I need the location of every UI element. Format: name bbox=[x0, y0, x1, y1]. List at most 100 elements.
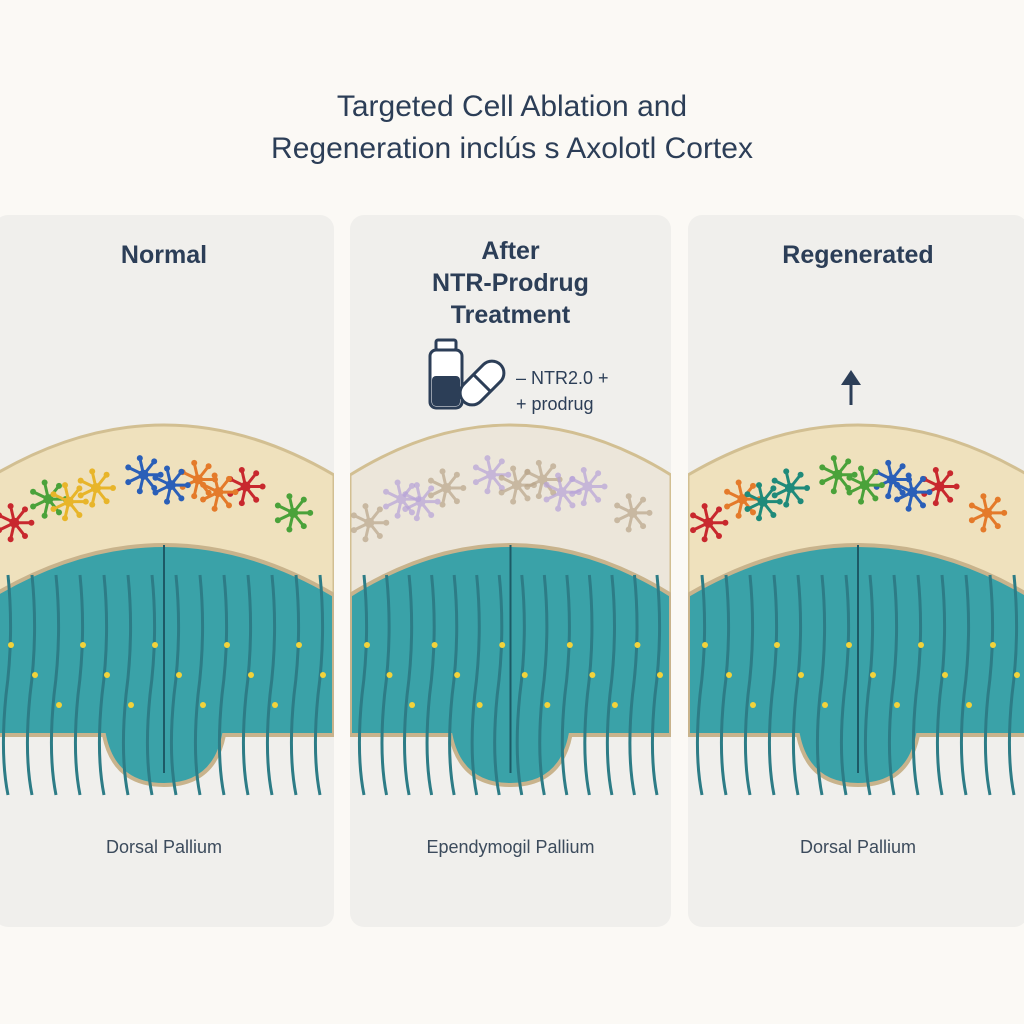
neuron-cell bbox=[724, 479, 763, 519]
neuron-cell bbox=[472, 455, 512, 495]
radial-glia-fibre bbox=[217, 574, 229, 796]
radial-glia-fibre bbox=[839, 574, 851, 796]
neuron-cell bbox=[569, 466, 608, 507]
radial-glia-fibre bbox=[289, 574, 301, 796]
neuron-cell bbox=[614, 493, 653, 533]
glia-nucleus bbox=[726, 672, 732, 678]
neuron-cell bbox=[200, 472, 239, 512]
panel-caption-normal: Dorsal Pallium bbox=[105, 837, 223, 857]
ablated-tissue-illustration bbox=[350, 338, 671, 796]
glia-nucleus bbox=[589, 672, 596, 678]
regenerated-tissue-illustration bbox=[688, 370, 1024, 796]
normal-tissue-illustration bbox=[0, 423, 334, 796]
glia-nucleus bbox=[272, 702, 278, 708]
glia-nucleus bbox=[152, 642, 158, 648]
panel-caption-regenerated: Dorsal Pallium bbox=[799, 837, 917, 857]
radial-glia-fibre bbox=[887, 574, 899, 796]
neuron-cell bbox=[744, 482, 783, 522]
radial-glia-fibre bbox=[49, 574, 61, 796]
neuron-cell bbox=[427, 468, 467, 508]
radial-glia-fibre bbox=[911, 574, 923, 796]
treatment-legend: – NTR2.0 + + prodrug bbox=[516, 368, 609, 414]
capsule-icon bbox=[458, 359, 506, 407]
neuron-cell bbox=[350, 503, 390, 543]
radial-glia-fibre bbox=[265, 574, 277, 796]
radial-glia-fibre bbox=[1, 574, 13, 796]
neuron-cell bbox=[819, 455, 858, 495]
neuron-cell bbox=[690, 503, 729, 543]
vial-icon bbox=[428, 338, 464, 410]
radial-glia-fibre bbox=[515, 574, 526, 796]
radial-glia-fibre bbox=[959, 574, 971, 796]
neuron-cell bbox=[0, 503, 35, 543]
panel-after-treatment: After NTR-Prodrug Treatment – NTR2.0 + +… bbox=[350, 215, 671, 927]
neuron-cell bbox=[50, 482, 89, 522]
neuron-cell bbox=[152, 465, 191, 505]
glia-nucleus bbox=[56, 702, 62, 708]
title-line-2: Regeneration inclús s Axolotl Cortex bbox=[271, 132, 753, 165]
up-arrow-icon bbox=[841, 370, 861, 405]
glia-nucleus bbox=[846, 642, 852, 648]
glia-nucleus bbox=[918, 642, 924, 648]
radial-glia-fibre bbox=[538, 574, 549, 796]
radial-glia-fibre bbox=[743, 574, 755, 796]
radial-glia-fibre bbox=[767, 574, 779, 796]
radial-glia-fibre bbox=[470, 574, 481, 796]
radial-glia-fibre bbox=[25, 574, 37, 796]
radial-glia-fibre bbox=[695, 574, 707, 796]
radial-glia-fibre bbox=[935, 574, 947, 796]
diagram-title: Targeted Cell Ablation and Regeneration … bbox=[0, 86, 1024, 170]
radial-glia-fibre bbox=[357, 574, 369, 796]
radial-glia-fibre bbox=[169, 574, 181, 796]
neuron-cell bbox=[77, 468, 116, 508]
radial-glia-fibre bbox=[815, 574, 827, 796]
glia-nucleus bbox=[870, 672, 876, 678]
neuron-cell bbox=[274, 493, 314, 533]
panel-heading-regenerated: Regenerated bbox=[782, 241, 934, 269]
glia-nucleus bbox=[657, 672, 663, 678]
glia-nucleus bbox=[431, 642, 438, 648]
radial-glia-fibre bbox=[193, 574, 205, 796]
radial-glia-fibre bbox=[560, 574, 571, 796]
glia-nucleus bbox=[386, 672, 393, 678]
glia-nucleus bbox=[544, 702, 551, 708]
glia-nucleus bbox=[611, 702, 618, 708]
glia-nucleus bbox=[409, 702, 416, 708]
radial-glia-fibre bbox=[380, 574, 391, 796]
glia-nucleus bbox=[499, 642, 506, 648]
glia-nucleus bbox=[296, 642, 302, 648]
radial-glia-fibre bbox=[628, 574, 639, 796]
glia-nucleus bbox=[566, 642, 573, 648]
glia-nucleus bbox=[32, 672, 38, 678]
radial-glia-fibre bbox=[241, 574, 253, 796]
radial-glia-fibre bbox=[313, 574, 325, 796]
panel-regenerated: Regenerated Dorsal Pallium bbox=[688, 215, 1024, 927]
title-line-1: Targeted Cell Ablation and bbox=[336, 90, 688, 123]
neuron-cell bbox=[402, 482, 441, 522]
glia-nucleus bbox=[774, 642, 780, 648]
radial-glia-fibre bbox=[403, 574, 414, 796]
panel-heading-after: After NTR-Prodrug Treatment bbox=[432, 237, 589, 329]
glia-nucleus bbox=[634, 642, 641, 648]
glia-nucleus bbox=[200, 702, 206, 708]
glia-nucleus bbox=[702, 642, 708, 648]
neuron-cell bbox=[383, 479, 422, 519]
glia-nucleus bbox=[990, 642, 996, 648]
glia-nucleus bbox=[454, 672, 461, 678]
radial-glia-fibre bbox=[983, 574, 995, 796]
glia-nucleus bbox=[1014, 672, 1020, 678]
glia-nucleus bbox=[521, 672, 528, 678]
neuron-cell bbox=[846, 465, 885, 505]
radial-glia-fibre bbox=[425, 574, 436, 796]
glia-nucleus bbox=[248, 672, 254, 678]
radial-glia-fibre bbox=[97, 574, 109, 796]
radial-glia-fibre bbox=[791, 574, 803, 796]
glia-nucleus bbox=[224, 642, 230, 648]
glia-nucleus bbox=[822, 702, 828, 708]
glia-nucleus bbox=[942, 672, 948, 678]
glia-nucleus bbox=[894, 702, 900, 708]
panel-normal: Normal Dorsal Pallium bbox=[0, 215, 334, 927]
radial-glia-fibre bbox=[863, 574, 875, 796]
glia-nucleus bbox=[476, 702, 483, 708]
glia-nucleus bbox=[966, 702, 972, 708]
